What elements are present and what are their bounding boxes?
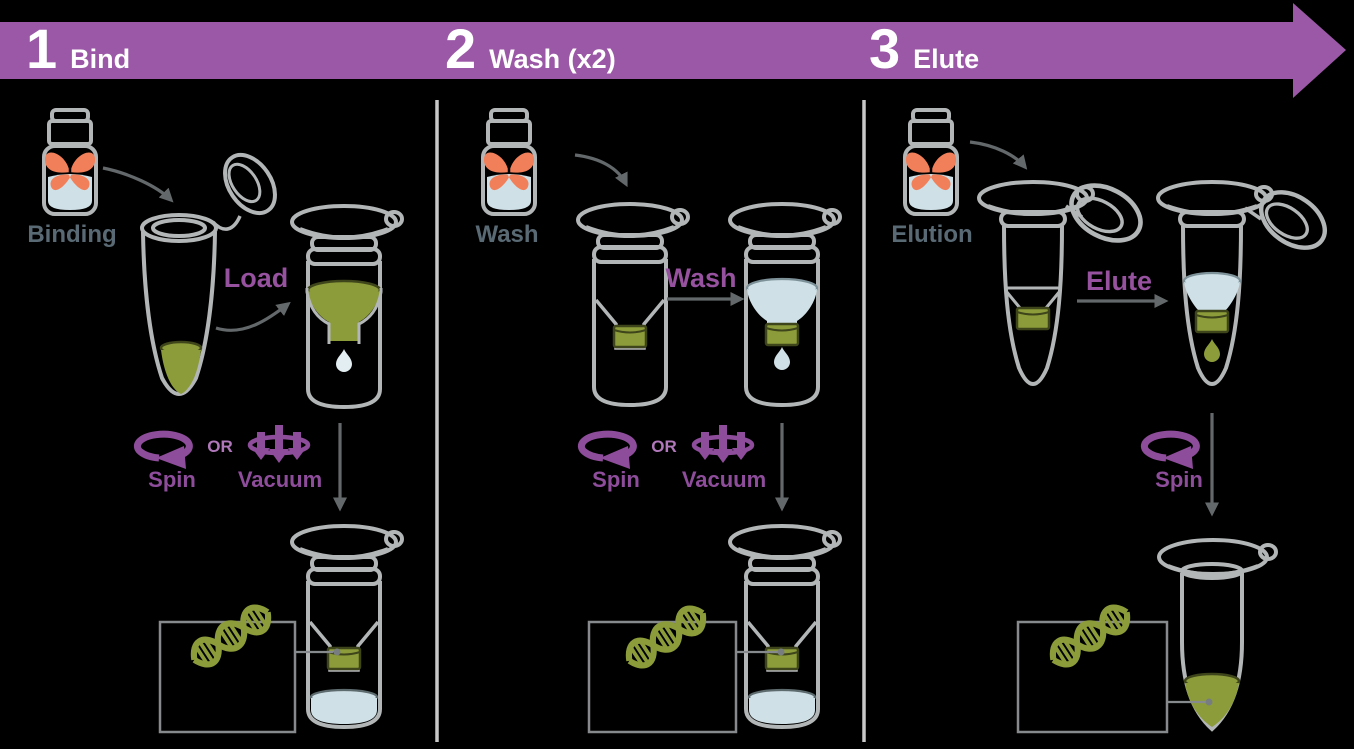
step-1: 1 Bind [26, 17, 131, 82]
wash-drop [774, 347, 790, 370]
dna-helix-icon [1046, 601, 1133, 670]
spin-label-3: Spin [1155, 467, 1203, 492]
elution-buffer-label: Elution [891, 221, 973, 248]
sample-tube-open [140, 143, 288, 396]
arrow-vial-to-column [574, 153, 628, 188]
spin-column-washing [728, 202, 842, 407]
callout-dot [333, 648, 341, 656]
column-in-elution-tube [977, 174, 1150, 386]
elute-label: Elute [1085, 266, 1152, 296]
or-label-2: OR [651, 437, 677, 456]
open-cap [212, 143, 288, 225]
step-3: 3 Elute [869, 17, 980, 82]
spin-column-prewash [576, 202, 690, 407]
vacuum-label-1: Vacuum [237, 467, 323, 492]
step-3-label: Elute [913, 44, 980, 74]
dna-callout-box [587, 620, 738, 734]
step-1-label: Bind [70, 44, 131, 74]
step-2-label: Wash (x2) [489, 44, 616, 74]
wash-label: Wash [665, 263, 737, 293]
wash-buffer-vial [481, 108, 537, 216]
binding-buffer-vial [42, 108, 98, 216]
banner-arrow [0, 3, 1346, 98]
step-2-number: 2 [445, 17, 477, 80]
vacuum-label-2: Vacuum [681, 467, 767, 492]
dna-helix-icon [622, 602, 709, 671]
column-eluting [1156, 181, 1335, 386]
spin-label-1: Spin [148, 467, 196, 492]
wash-buffer-label: Wash [475, 221, 539, 248]
arrow-load [215, 301, 291, 332]
callout-dot [777, 648, 785, 656]
eluate-tube [1157, 538, 1278, 732]
step-1-number: 1 [26, 17, 58, 80]
or-label-1: OR [207, 437, 233, 456]
flowthrough-drop [336, 349, 352, 372]
panel-wash [481, 108, 842, 734]
callout-dot [1205, 698, 1213, 706]
panel-elute [903, 108, 1335, 734]
arrow-vial-to-column [969, 140, 1028, 170]
dna-helix-icon [187, 601, 274, 670]
eluate-drop [1204, 339, 1220, 362]
spin-column-loaded [290, 204, 404, 409]
step-2: 2 Wash (x2) [445, 17, 616, 82]
step-3-number: 3 [869, 17, 901, 80]
spin-label-2: Spin [592, 467, 640, 492]
binding-buffer-label: Binding [27, 221, 117, 248]
load-label: Load [223, 263, 289, 293]
spin-column-washed [728, 524, 842, 729]
panel-bind [42, 108, 404, 734]
spin-column-bound [290, 524, 404, 729]
elution-buffer-vial [903, 108, 959, 216]
arrow-vial-to-tube [102, 166, 174, 203]
